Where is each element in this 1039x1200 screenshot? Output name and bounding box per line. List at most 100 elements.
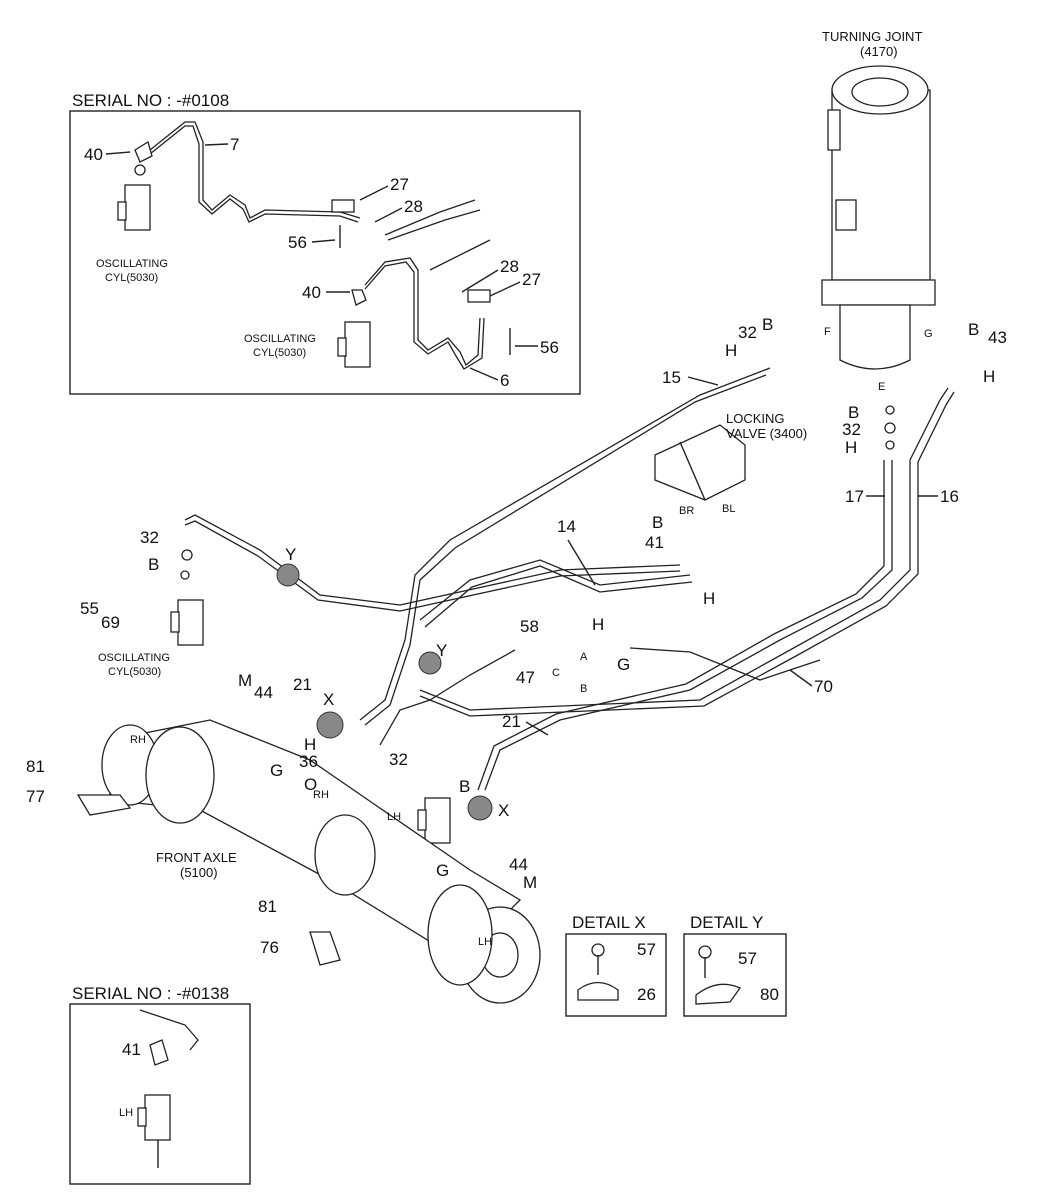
front-axle-label: FRONT AXLE xyxy=(156,850,237,865)
detail-x-heading: DETAIL X xyxy=(572,913,646,932)
callout-28-a: 28 xyxy=(404,197,423,216)
callout-14: 14 xyxy=(557,517,576,536)
callout-b-f: B xyxy=(459,777,470,796)
callout-x-a: X xyxy=(323,690,334,709)
front-axle-5100: RH LH FRONT AXLE (5100) xyxy=(101,719,541,1004)
pipe-6 xyxy=(364,257,481,367)
osc-cyl-center xyxy=(417,797,451,844)
osc-cyl-top-1 xyxy=(117,164,151,231)
callout-g-a: G xyxy=(617,655,630,674)
inset-serial-0108: SERIAL NO : -#0108 40 7 27 xyxy=(69,91,581,395)
callout-16: 16 xyxy=(940,487,959,506)
callout-81-a: 81 xyxy=(26,757,45,776)
inset-serial-0138: SERIAL NO : -#0138 41 LH xyxy=(69,984,251,1185)
clip-x-marker-2 xyxy=(467,795,493,821)
callout-h-d: H xyxy=(703,589,715,608)
rh-label-axle: RH xyxy=(130,734,146,746)
callout-81-b: 81 xyxy=(258,897,277,916)
port-a: A xyxy=(580,651,588,663)
callout-h-b: H xyxy=(983,367,995,386)
callout-y-a: Y xyxy=(285,545,296,564)
hose-to-70 xyxy=(629,647,821,681)
inset-frame xyxy=(69,110,581,395)
callout-32-d: 32 xyxy=(389,750,408,769)
callout-m-b: M xyxy=(523,873,537,892)
hose-17 xyxy=(484,460,893,791)
callout-h-c: H xyxy=(845,438,857,457)
locking-valve-3400: LOCKING VALVE (3400) xyxy=(654,411,807,501)
port-e: E xyxy=(878,381,885,393)
callout-69: 69 xyxy=(101,613,120,632)
callout-b-c: B xyxy=(848,403,859,422)
bracket-76 xyxy=(309,931,341,966)
callout-6: 6 xyxy=(500,371,509,390)
callout-27-a: 27 xyxy=(390,175,409,194)
turning-joint-4170: TURNING JOINT (4170) xyxy=(821,29,936,370)
clip-x-marker-1 xyxy=(316,711,344,739)
callout-76: 76 xyxy=(260,938,279,957)
hose-mid xyxy=(379,649,516,746)
clip-y-marker-2 xyxy=(418,651,442,675)
callout-y-b: Y xyxy=(436,641,447,660)
osc-cyl-label-3b: CYL(5030) xyxy=(108,666,161,678)
lh-label-axle: LH xyxy=(478,936,492,948)
callout-43: 43 xyxy=(988,328,1007,347)
hose-16 xyxy=(419,387,949,711)
callout-27-b: 27 xyxy=(522,270,541,289)
port-c: C xyxy=(552,667,560,679)
callout-21-a: 21 xyxy=(293,675,312,694)
callout-40: 40 xyxy=(84,145,103,164)
callout-41-a: 41 xyxy=(645,533,664,552)
callout-b-a: B xyxy=(762,315,773,334)
osc-cyl-left: OSCILLATING CYL(5030) xyxy=(98,599,204,678)
callout-32-b: 32 xyxy=(842,420,861,439)
hose-14 xyxy=(419,559,691,621)
callout-g-c: G xyxy=(436,861,449,880)
callout-m-a: M xyxy=(238,671,252,690)
callout-b-b: B xyxy=(968,320,979,339)
callout-7: 7 xyxy=(230,135,239,154)
callout-36: 36 xyxy=(299,752,318,771)
clip-y-marker-1 xyxy=(276,563,300,587)
callout-32-a: 32 xyxy=(738,323,757,342)
callout-55: 55 xyxy=(80,599,99,618)
serial-bottom-heading: SERIAL NO : -#0138 xyxy=(72,984,229,1003)
port-br: BR xyxy=(679,505,694,517)
callout-57-x: 57 xyxy=(637,940,656,959)
callout-g-b: G xyxy=(270,761,283,780)
lh-label-small: LH xyxy=(387,811,401,823)
port-b: B xyxy=(580,683,587,695)
callout-57-y: 57 xyxy=(738,949,757,968)
turning-joint-number: (4170) xyxy=(860,44,898,59)
locking-valve-label-2: VALVE (3400) xyxy=(726,426,807,441)
callout-h-f: H xyxy=(304,735,316,754)
osc-cyl-label-2b: CYL(5030) xyxy=(253,347,306,359)
pipe-7 xyxy=(149,121,361,219)
callout-56-a: 56 xyxy=(288,233,307,252)
callout-40-b: 40 xyxy=(302,283,321,302)
callout-x-b: X xyxy=(498,801,509,820)
osc-cyl-label-1b: CYL(5030) xyxy=(105,272,158,284)
hose-left-top xyxy=(184,514,681,606)
osc-cyl-label-3a: OSCILLATING xyxy=(98,652,170,664)
front-axle-number: (5100) xyxy=(180,865,218,880)
callout-44-b: 44 xyxy=(509,855,528,874)
hose-routing xyxy=(184,367,955,791)
callout-77: 77 xyxy=(26,787,45,806)
callout-44-a: 44 xyxy=(254,683,273,702)
clamp-27-top xyxy=(331,199,355,213)
serial-top-heading: SERIAL NO : -#0108 xyxy=(72,91,229,110)
callout-58: 58 xyxy=(520,617,539,636)
lh-label-inset: LH xyxy=(119,1107,133,1119)
clamp-27-bottom xyxy=(467,289,491,303)
callout-41-b: 41 xyxy=(122,1040,141,1059)
callout-15: 15 xyxy=(662,368,681,387)
main-callouts: 15 32 B H F G E B 43 H B 32 H 17 16 BR B… xyxy=(26,315,1007,957)
hose-15 xyxy=(359,367,771,721)
detail-y-box: DETAIL Y 57 80 xyxy=(683,913,787,1017)
osc-cyl-top-2 xyxy=(337,289,371,368)
callout-b-e: B xyxy=(148,555,159,574)
osc-cyl-label-2a: OSCILLATING xyxy=(244,333,316,345)
